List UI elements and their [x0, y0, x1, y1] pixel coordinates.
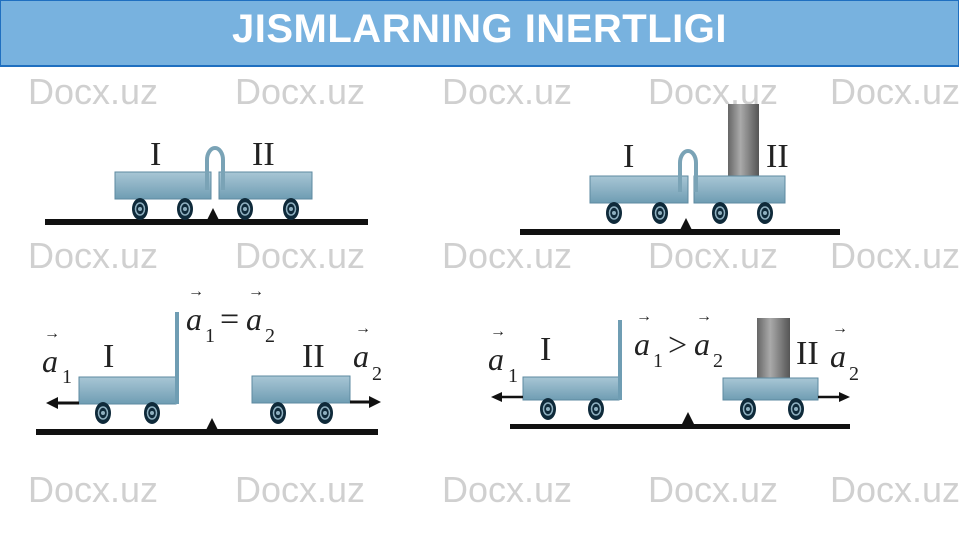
- cart-1-label: I: [103, 338, 114, 375]
- arrow-right-icon: [839, 392, 850, 402]
- cart-2: [251, 375, 351, 404]
- cart-2-label: II: [302, 338, 325, 375]
- accel-a2: a: [353, 338, 369, 374]
- subscript: 2: [713, 350, 723, 372]
- wheel-icon: [787, 397, 805, 421]
- wheel-icon: [176, 197, 194, 221]
- vector-arrow: →: [696, 308, 712, 325]
- arrow-right-icon: [369, 396, 381, 408]
- watermark: Docx.uz: [830, 71, 959, 112]
- wheel-icon: [651, 201, 669, 225]
- cart-1: [589, 175, 689, 204]
- watermark: Docx.uz: [235, 469, 366, 510]
- accel-equation-a2: a: [694, 326, 710, 362]
- cart-1: [522, 376, 620, 401]
- title-bar: JISMLARNING INERTLIGI: [0, 0, 959, 67]
- weight-cylinder: [728, 104, 759, 176]
- accel-equation-a2: a: [246, 301, 262, 337]
- wheel-icon: [539, 397, 557, 421]
- watermark: Docx.uz: [648, 235, 779, 276]
- vector-arrow: →: [248, 283, 264, 300]
- arrow-left-icon: [491, 392, 502, 402]
- wheel-icon: [605, 201, 623, 225]
- cart-1-wall: [618, 320, 622, 400]
- subscript: 1: [653, 350, 663, 372]
- wheel-icon: [143, 401, 161, 425]
- wheel-icon: [269, 401, 287, 425]
- vector-arrow: →: [44, 325, 60, 342]
- watermark: Docx.uz: [442, 235, 573, 276]
- equals-sign: =: [220, 301, 239, 338]
- subscript: 1: [62, 366, 72, 388]
- vector-arrow: →: [636, 308, 652, 325]
- watermark: Docx.uz: [28, 235, 159, 276]
- wheel-icon: [756, 201, 774, 225]
- wheel-icon: [282, 197, 300, 221]
- cart-2-label: II: [252, 136, 275, 173]
- cart-1-label: I: [540, 331, 551, 368]
- subscript: 2: [849, 363, 859, 385]
- spring-clip: [678, 149, 698, 192]
- wheel-icon: [587, 397, 605, 421]
- accel-a1: a: [42, 343, 58, 379]
- subscript: 1: [508, 365, 518, 387]
- subscript: 2: [372, 363, 382, 385]
- pivot-icon: [206, 208, 220, 222]
- ground: [36, 429, 378, 435]
- wheel-icon: [94, 401, 112, 425]
- pivot-icon: [679, 218, 693, 232]
- accel-a2: a: [830, 338, 846, 374]
- watermark: Docx.uz: [235, 235, 366, 276]
- subscript: 1: [205, 325, 215, 347]
- pivot-icon: [681, 412, 695, 426]
- vector-arrow: →: [355, 320, 371, 337]
- ground: [510, 424, 850, 429]
- spring-clip: [205, 146, 225, 190]
- watermark: Docx.uz: [830, 235, 959, 276]
- watermark: Docx.uz: [830, 469, 959, 510]
- cart-2-label: II: [796, 335, 819, 372]
- accel-a1: a: [488, 341, 504, 377]
- ground: [45, 219, 368, 225]
- watermark: Docx.uz: [442, 469, 573, 510]
- cart-1: [78, 376, 177, 405]
- cart-1-label: I: [150, 136, 161, 173]
- diagram-carts-joined: I II: [45, 136, 368, 225]
- watermark: Docx.uz: [648, 469, 779, 510]
- cart-1: [114, 171, 212, 200]
- subscript: 2: [265, 325, 275, 347]
- cart-2: [693, 175, 786, 204]
- wheel-icon: [316, 401, 334, 425]
- cart-1-label: I: [623, 138, 634, 175]
- ground: [520, 229, 840, 235]
- slide-title: JISMLARNING INERTLIGI: [232, 7, 727, 51]
- weight-cylinder: [757, 318, 790, 378]
- pivot-icon: [205, 418, 219, 432]
- vector-arrow: →: [832, 320, 848, 337]
- vector-arrow: →: [490, 323, 506, 340]
- vector-arrow: →: [188, 283, 204, 300]
- watermark: Docx.uz: [28, 469, 159, 510]
- arrow-left-icon: [46, 397, 58, 409]
- wheel-icon: [711, 201, 729, 225]
- cart-1-wall: [175, 312, 179, 404]
- watermark: Docx.uz: [235, 71, 366, 112]
- cart-2: [722, 377, 819, 401]
- cart-2: [218, 171, 313, 200]
- wheel-icon: [236, 197, 254, 221]
- diagram-carts-joined-loaded: I II: [520, 104, 840, 235]
- cart-2-label: II: [766, 138, 789, 175]
- wheel-icon: [739, 397, 757, 421]
- accel-equation-a1: a: [634, 326, 650, 362]
- watermark: Docx.uz: [442, 71, 573, 112]
- wheel-icon: [131, 197, 149, 221]
- accel-equation-a1: a: [186, 301, 202, 337]
- watermark: Docx.uz: [28, 71, 159, 112]
- greater-sign: >: [668, 327, 687, 364]
